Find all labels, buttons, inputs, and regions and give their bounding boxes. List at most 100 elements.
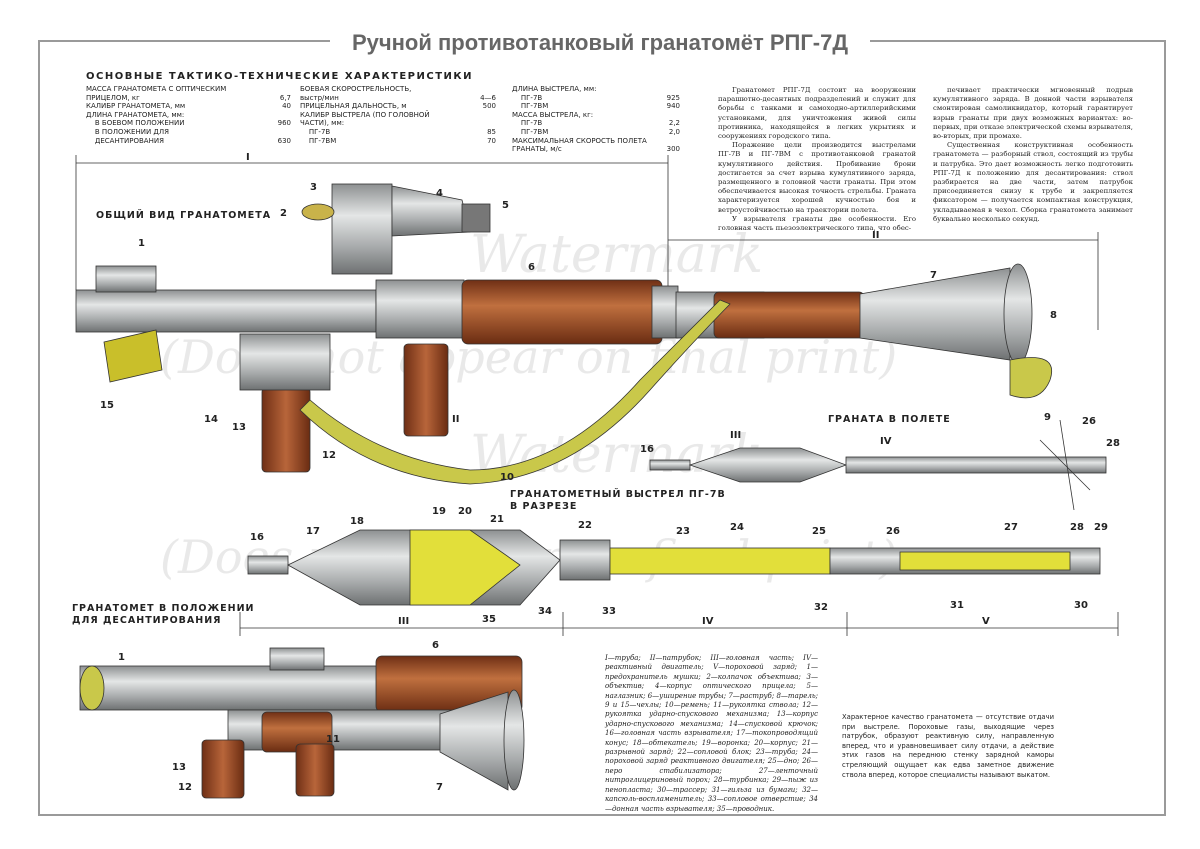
spec-value: 40: [282, 102, 291, 111]
part-label-27: 27: [1004, 522, 1018, 533]
parts-legend: I—труба; II—патрубок; III—головная часть…: [605, 654, 818, 813]
part-label-28-flight: 28: [1106, 438, 1120, 449]
dim-label-III: III: [398, 616, 409, 627]
part-label-1: 1: [138, 238, 145, 249]
specs-heading: ОСНОВНЫЕ ТАКТИКО-ТЕХНИЧЕСКИЕ ХАРАКТЕРИСТ…: [86, 71, 473, 82]
spec-row: В БОЕВОМ ПОЛОЖЕНИИ 960: [86, 119, 291, 128]
part-label-19: 19: [432, 506, 446, 517]
dim-label-IV: IV: [702, 616, 714, 627]
spec-label: ЧАСТИ), мм:: [300, 119, 345, 128]
part-label-22: 22: [578, 520, 592, 531]
part-label-35: 35: [482, 614, 496, 625]
description-column-1: Гранатомет РПГ-7Д состоит на вооружении …: [718, 86, 916, 233]
spec-row: ДЛИНА ГРАНАТОМЕТА, мм:: [86, 111, 291, 120]
dimension-lines-section: [239, 612, 1119, 636]
spec-label: ПГ-7ВМ: [300, 136, 337, 145]
spec-label: ПГ-7В: [300, 127, 331, 136]
part-label-7: 7: [930, 270, 937, 281]
part-label-4: 4: [436, 188, 443, 199]
part-label-20: 20: [458, 506, 472, 517]
part-label-17: 17: [306, 526, 320, 537]
spec-row: В ПОЛОЖЕНИИ ДЛЯ: [86, 128, 291, 137]
spec-value: 630: [277, 136, 291, 145]
spec-value: 6,7: [279, 93, 291, 102]
section-general-view: ОБЩИЙ ВИД ГРАНАТОМЕТА: [96, 210, 272, 221]
part-label-13-landing: 13: [172, 762, 186, 773]
launcher-main: [75, 183, 1052, 485]
part-label-6: 6: [528, 262, 535, 273]
spec-label: ПРИЦЕЛЬНАЯ ДАЛЬНОСТЬ, м: [300, 102, 407, 111]
description-paragraph: Поражение цели производится выстрелами П…: [718, 141, 916, 214]
spec-value: 300: [666, 145, 680, 154]
part-label-14: 14: [204, 414, 218, 425]
spec-label: КАЛИБР ГРАНАТОМЕТА, мм: [86, 102, 186, 111]
spec-value: 2,2: [668, 119, 680, 128]
spec-label: ДЛИНА ГРАНАТОМЕТА, мм:: [86, 110, 185, 119]
part-label-18: 18: [350, 516, 364, 527]
description-paragraph: печивает практически мгновенный подрыв к…: [933, 86, 1133, 141]
spec-row: МАКСИМАЛЬНАЯ СКОРОСТЬ ПОЛЕТА: [512, 137, 680, 146]
spec-row: БОЕВАЯ СКОРОСТРЕЛЬНОСТЬ,: [300, 85, 496, 94]
spec-label: ПРИЦЕЛОМ, кг: [86, 93, 140, 102]
spec-row: МАССА ВЫСТРЕЛА, кг:: [512, 111, 680, 120]
flight-label-III: III: [730, 430, 741, 441]
part-label-24: 24: [730, 522, 744, 533]
spec-row: КАЛИБР ВЫСТРЕЛА (ПО ГОЛОВНОЙ: [300, 111, 496, 120]
spec-value: 960: [277, 119, 291, 128]
spec-label: ГРАНАТЫ, м/с: [512, 145, 562, 154]
spec-row: ДЛИНА ВЫСТРЕЛА, мм:: [512, 85, 680, 94]
description-column-2: печивает практически мгновенный подрыв к…: [933, 86, 1133, 224]
part-label-1-landing: 1: [118, 652, 125, 663]
spec-value: 2,0: [668, 127, 680, 136]
spec-row: ПГ-7ВМ 70: [300, 137, 496, 146]
part-label-26: 26: [886, 526, 900, 537]
poster-title: Ручной противотанковый гранатомёт РПГ-7Д: [330, 27, 870, 59]
spec-value: 70: [487, 136, 496, 145]
spec-row: ЧАСТИ), мм:: [300, 119, 496, 128]
spec-row: ПГ-7В 925: [512, 94, 680, 103]
part-label-10: 10: [500, 472, 514, 483]
dim-label-V: V: [982, 616, 990, 627]
description-paragraph: У взрывателя гранаты две особенности. Ег…: [718, 214, 916, 233]
part-label-15: 15: [100, 400, 114, 411]
spec-row: ПГ-7В 2,2: [512, 119, 680, 128]
description-paragraph: Гранатомет РПГ-7Д состоит на вооружении …: [718, 86, 916, 141]
spec-label: БОЕВАЯ СКОРОСТРЕЛЬНОСТЬ,: [300, 85, 412, 93]
launcher-landing: [79, 647, 525, 799]
spec-label: В ПОЛОЖЕНИИ ДЛЯ: [86, 127, 169, 136]
spec-label: ПГ-7В: [512, 119, 543, 128]
spec-label: ПГ-7В: [512, 93, 543, 102]
part-label-29: 29: [1094, 522, 1108, 533]
spec-row: МАССА ГРАНАТОМЕТА С ОПТИЧЕСКИМ: [86, 85, 291, 94]
grenade-in-flight: [649, 419, 1107, 511]
section-landing-position: ГРАНАТОМЕТ В ПОЛОЖЕНИИ ДЛЯ ДЕСАНТИРОВАНИ…: [72, 603, 255, 626]
spec-row: ДЕСАНТИРОВАНИЯ 630: [86, 137, 291, 146]
part-label-34: 34: [538, 606, 552, 617]
flight-label-IV: IV: [880, 436, 892, 447]
part-label-23: 23: [676, 526, 690, 537]
part-label-28: 28: [1070, 522, 1084, 533]
grenade-cross-section: [247, 529, 1101, 606]
part-label-33: 33: [602, 606, 616, 617]
spec-row: ПРИЦЕЛОМ, кг 6,7: [86, 94, 291, 103]
spec-value: 925: [666, 93, 680, 102]
part-label-30: 30: [1074, 600, 1088, 611]
dim-label-I: I: [246, 152, 250, 163]
spec-value: 940: [666, 102, 680, 111]
spec-value: 4—6: [480, 93, 496, 102]
spec-value: 500: [482, 102, 496, 111]
dim-label-II: II: [872, 230, 879, 241]
part-label-16-flight: 16: [640, 444, 654, 455]
spec-label: В БОЕВОМ ПОЛОЖЕНИИ: [86, 119, 185, 128]
part-label-25: 25: [812, 526, 826, 537]
part-label-8: 8: [1050, 310, 1057, 321]
spec-label: ДЕСАНТИРОВАНИЯ: [86, 136, 164, 145]
part-numbers: 1 2 3 4 5 6 7 8 9 10 12 13 14 15 16 26 2…: [100, 182, 1120, 793]
